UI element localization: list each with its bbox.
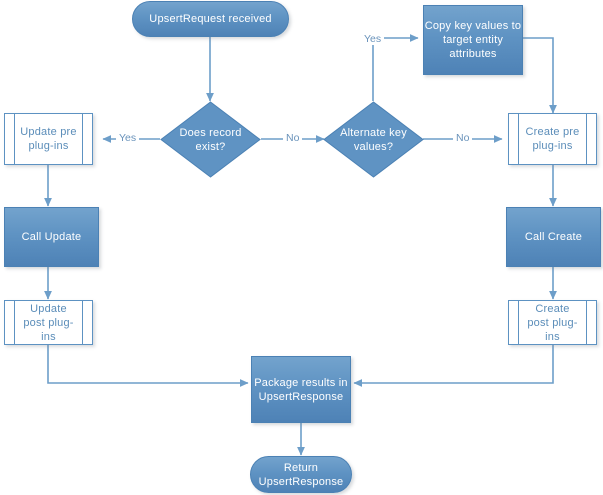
node-start-label: UpsertRequest received bbox=[149, 13, 272, 25]
edge-label-text: Yes bbox=[364, 33, 382, 45]
node-alternate-key-values[interactable]: Alternate key values? bbox=[323, 101, 424, 178]
decision-diamond-shape bbox=[160, 101, 261, 178]
node-create-post-plugins-label: Create post plug-ins bbox=[527, 302, 578, 343]
node-update-pre-plugins[interactable]: Update pre plug-ins bbox=[4, 113, 93, 165]
predefined-process-bar-left bbox=[14, 114, 15, 164]
node-alternate-key-values-label: Alternate key values? bbox=[340, 126, 407, 153]
node-update-pre-plugins-label: Update pre plug-ins bbox=[20, 126, 77, 152]
predefined-process-bar-right bbox=[586, 114, 587, 164]
edge-label-alternate-keys-yes: Yes bbox=[361, 33, 385, 45]
node-package-results[interactable]: Package results in UpsertResponse bbox=[251, 356, 351, 423]
node-update-post-plugins-label: Update post plug-ins bbox=[23, 302, 74, 343]
node-call-update[interactable]: Call Update bbox=[4, 207, 99, 267]
node-does-record-exist[interactable]: Does record exist? bbox=[160, 101, 261, 178]
node-create-post-plugins[interactable]: Create post plug-ins bbox=[508, 300, 597, 345]
edge-label-record-exists-yes: Yes bbox=[116, 132, 140, 144]
node-start[interactable]: UpsertRequest received bbox=[132, 1, 289, 37]
node-create-pre-plugins[interactable]: Create pre plug-ins bbox=[508, 113, 597, 165]
node-update-post-plugins[interactable]: Update post plug-ins bbox=[4, 300, 93, 345]
decision-diamond-shape bbox=[323, 101, 424, 178]
predefined-process-bar-left bbox=[14, 301, 15, 344]
node-call-create-label: Call Create bbox=[524, 231, 583, 243]
node-return[interactable]: Return UpsertResponse bbox=[250, 456, 352, 493]
edge-update-post-to-package bbox=[47, 345, 249, 387]
predefined-process-bar-right bbox=[82, 301, 83, 344]
edge-copy-key-values-to-create-pre bbox=[523, 37, 557, 114]
predefined-process-bar-left bbox=[518, 114, 519, 164]
predefined-process-bar-right bbox=[82, 114, 83, 164]
edge-alternate-keys-yes bbox=[372, 34, 419, 101]
edge-label-text: No bbox=[286, 132, 300, 144]
predefined-process-bar-left bbox=[518, 301, 519, 344]
edge-label-record-exists-no: No bbox=[283, 132, 303, 144]
node-return-label: Return UpsertResponse bbox=[258, 461, 344, 488]
node-call-create[interactable]: Call Create bbox=[506, 207, 601, 267]
node-create-pre-plugins-label: Create pre plug-ins bbox=[525, 126, 580, 152]
edge-label-text: No bbox=[456, 132, 470, 144]
edge-create-post-to-package bbox=[353, 345, 554, 387]
node-copy-key-values-label: Copy key values to target entity attribu… bbox=[424, 20, 522, 60]
node-call-update-label: Call Update bbox=[21, 231, 82, 243]
edge-label-text: Yes bbox=[119, 132, 137, 144]
node-copy-key-values[interactable]: Copy key values to target entity attribu… bbox=[423, 5, 523, 75]
predefined-process-bar-right bbox=[586, 301, 587, 344]
node-does-record-exist-label: Does record exist? bbox=[179, 126, 242, 153]
node-package-results-label: Package results in UpsertResponse bbox=[254, 376, 348, 403]
edge-label-alternate-keys-no: No bbox=[453, 132, 473, 144]
